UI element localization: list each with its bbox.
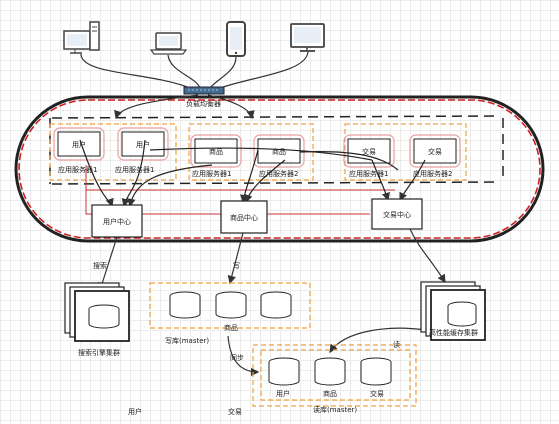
read-db-item-3: 交易 xyxy=(370,389,384,398)
db-cylinder-icon xyxy=(260,291,292,319)
footer-label-trade: 交易 xyxy=(228,407,242,416)
app-server-label: 应用服务器1 xyxy=(58,165,97,174)
app-server-label: 应用服务器1 xyxy=(192,169,231,178)
read-db-item-1: 用户 xyxy=(276,389,290,398)
service-centers: 用户中心 商品中心 交易中心 xyxy=(91,198,423,238)
db-cylinder-icon xyxy=(268,357,300,386)
cache-cluster-label: 高性能缓存集群 xyxy=(429,328,478,337)
db-cylinder-icon xyxy=(215,291,247,319)
service-center-label: 用户中心 xyxy=(103,217,131,226)
load-balancer-label: 负载均衡器 xyxy=(186,99,221,108)
app-server-name: 交易 xyxy=(362,147,376,156)
db-cylinder-icon xyxy=(360,357,392,386)
app-server-label: 应用服务器1 xyxy=(115,165,154,174)
app-server-name: 用户 xyxy=(72,140,86,149)
service-center-box xyxy=(91,204,143,238)
desktop-icon xyxy=(63,21,100,54)
write-db-cluster xyxy=(149,282,311,329)
laptop-icon xyxy=(149,32,188,55)
service-center-box xyxy=(220,200,268,234)
app-server-name: 交易 xyxy=(428,147,442,156)
db-cylinder-icon xyxy=(314,357,346,386)
write-edge-label: 写 xyxy=(233,262,240,270)
center-to-storage xyxy=(98,228,446,377)
service-center-label: 交易中心 xyxy=(383,210,411,219)
app-server-box xyxy=(194,138,238,164)
search-engine-cluster-icon xyxy=(64,282,130,342)
write-db-label: 写库(master) xyxy=(165,336,209,345)
app-server-name: 商品 xyxy=(209,147,223,156)
app-server-frame xyxy=(190,134,242,168)
app-server-label: 应用服务器1 xyxy=(349,169,388,178)
lb-connections xyxy=(114,94,255,120)
app-server-frame xyxy=(117,127,169,161)
sync-edge-label: 同步 xyxy=(230,354,244,362)
app-server-box xyxy=(413,138,457,164)
service-center-label: 商品中心 xyxy=(230,213,258,222)
server-to-center-curves xyxy=(79,139,426,208)
app-server-name: 用户 xyxy=(136,140,150,149)
footer-label-user: 用户 xyxy=(128,407,142,416)
app-server-name: 商品 xyxy=(272,147,286,156)
cache-cluster-icon xyxy=(420,281,486,341)
client-connections xyxy=(80,51,309,89)
monitor-icon xyxy=(290,23,325,52)
load-balancer xyxy=(183,86,225,95)
app-server-label: 应用服务器2 xyxy=(413,169,452,178)
app-server-frame xyxy=(343,134,395,168)
cluster-border xyxy=(14,95,545,243)
cluster-border-inner xyxy=(18,99,541,239)
read-db-cluster xyxy=(252,344,417,407)
service-center-box xyxy=(371,198,423,230)
search-engine-label: 搜索引擎集群 xyxy=(78,348,120,357)
app-server-frame xyxy=(53,127,105,161)
app-server-label: 应用服务器2 xyxy=(259,169,298,178)
smartphone-icon xyxy=(226,21,246,57)
app-server-frame xyxy=(409,134,461,168)
app-server-box xyxy=(57,131,101,157)
read-db-label: 读库(master) xyxy=(313,405,357,414)
write-db-item-label: 商品 xyxy=(224,323,238,332)
search-edge-label: 搜索 xyxy=(93,261,107,270)
read-edge-label: 读 xyxy=(393,340,400,349)
read-db-item-2: 商品 xyxy=(323,389,337,398)
db-cylinder-icon xyxy=(169,291,201,319)
